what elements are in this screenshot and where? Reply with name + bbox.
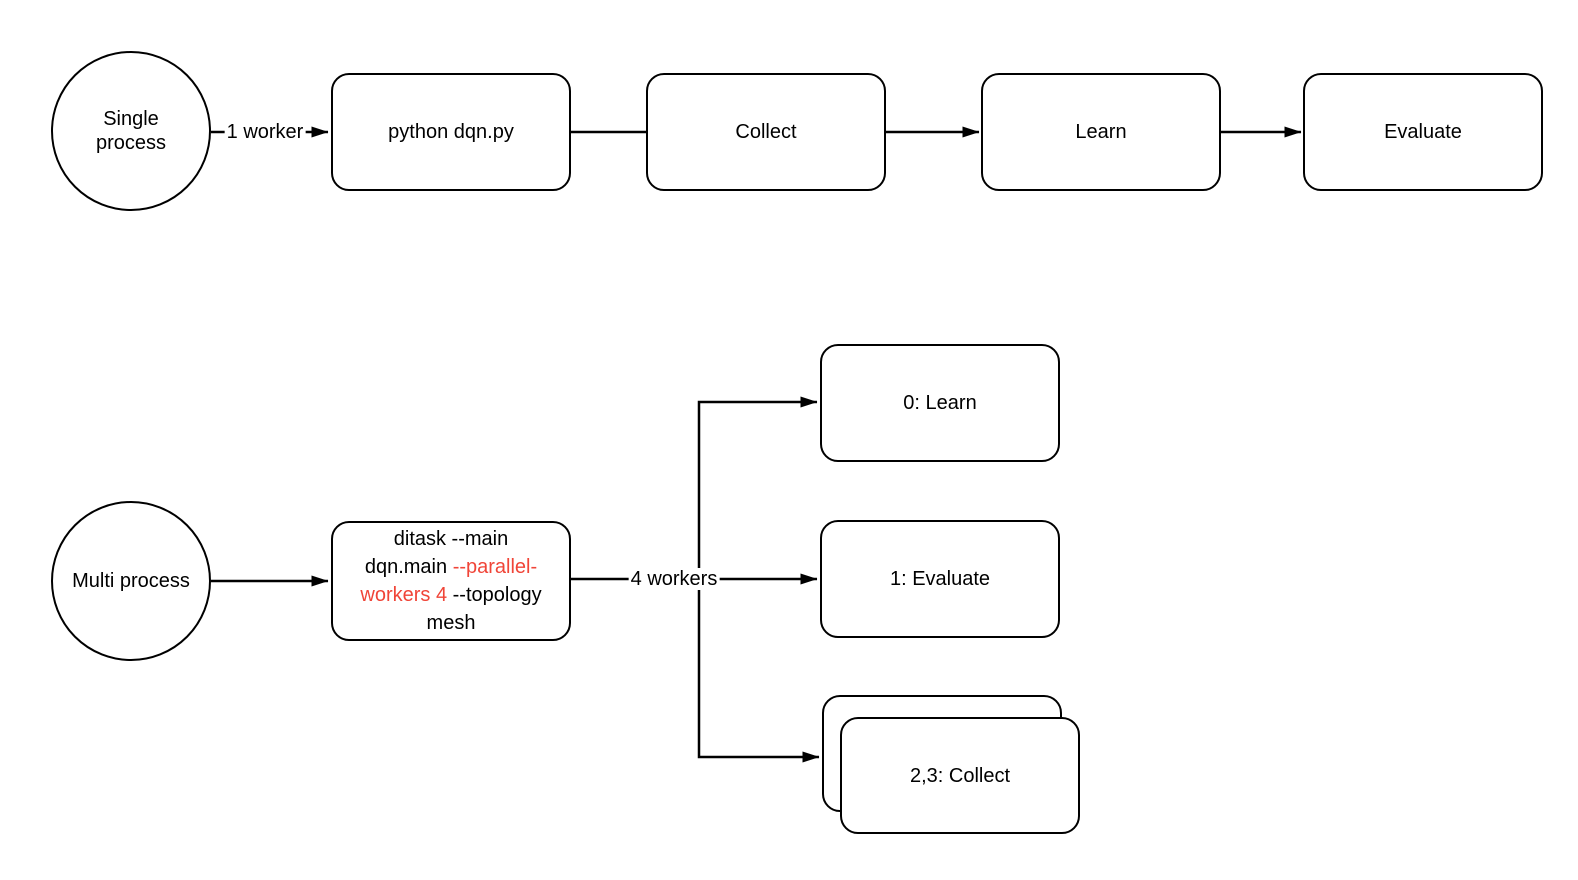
command-line-1: ditask --main	[394, 525, 508, 553]
node-label: 1: Evaluate	[889, 568, 991, 590]
node-collect: Collect	[646, 73, 886, 191]
command-line-2: dqn.main --parallel-	[365, 553, 537, 581]
node-label: Evaluate	[1384, 121, 1462, 143]
command-text: ditask --main	[393, 528, 509, 550]
command-line-3: workers 4 --topology	[360, 581, 541, 609]
single-process-node: Single process	[51, 51, 211, 211]
node-label: 0: Learn	[903, 392, 977, 414]
node-learn: Learn	[981, 73, 1221, 191]
node-label: Collect	[735, 121, 797, 143]
edge-command-to-worker23	[697, 579, 820, 763]
command-highlight: --parallel-	[452, 556, 538, 578]
node-evaluate: Evaluate	[1303, 73, 1543, 191]
command-text: --topology	[447, 584, 542, 606]
command-text: dqn.main	[364, 556, 453, 578]
command-line-4: mesh	[427, 609, 476, 637]
edge-command-to-worker0	[697, 396, 818, 579]
node-worker-23-collect: 2,3: Collect	[840, 717, 1080, 834]
node-label: python dqn.py	[388, 121, 514, 143]
node-label: Learn	[1075, 121, 1127, 143]
node-worker-1-evaluate: 1: Evaluate	[820, 520, 1060, 638]
node-worker-0-learn: 0: Learn	[820, 344, 1060, 462]
command-highlight: workers 4	[360, 584, 448, 606]
node-python-dqn: python dqn.py	[331, 73, 571, 191]
command-text: mesh	[426, 612, 476, 634]
edge-label-1-worker: 1 worker	[224, 121, 306, 143]
edge-label-4-workers: 4 workers	[628, 568, 720, 590]
multi-process-node: Multi process	[51, 501, 211, 661]
node-label: Multi process	[72, 570, 190, 592]
node-ditask-command: ditask --main dqn.main --parallel- worke…	[331, 521, 571, 641]
node-label: 2,3: Collect	[909, 764, 1011, 787]
node-label: Single process	[95, 108, 167, 154]
